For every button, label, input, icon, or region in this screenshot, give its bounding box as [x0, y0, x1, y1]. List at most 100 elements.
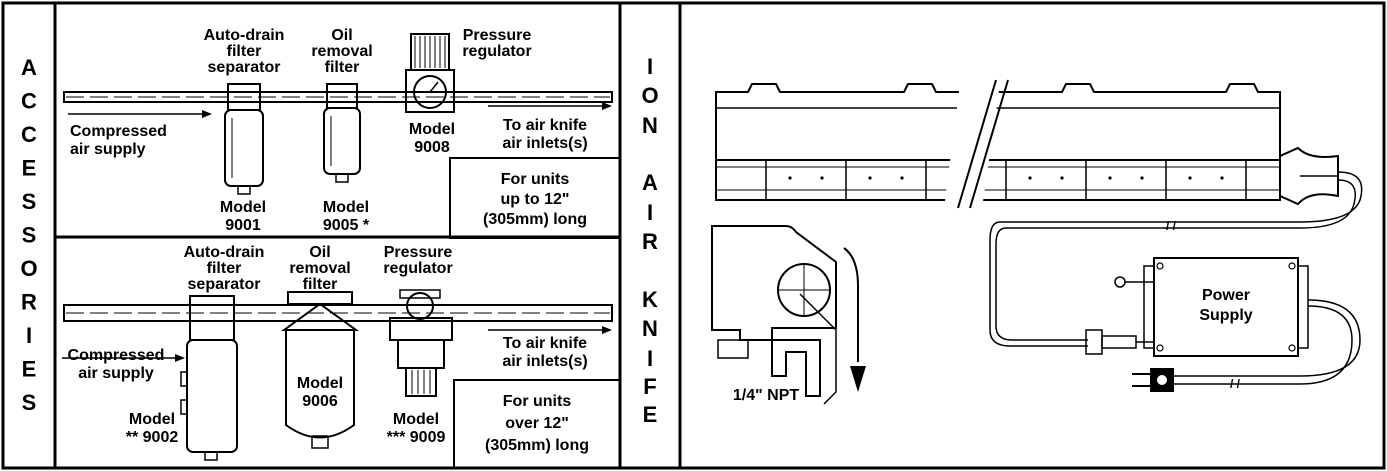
- inlet-arrow-icon: [202, 110, 212, 118]
- vertical-letter: S: [22, 223, 37, 248]
- vertical-letter: A: [21, 55, 37, 80]
- vertical-letter: K: [642, 287, 658, 312]
- filter-label-line: Auto-drain: [184, 244, 265, 261]
- oil-filter-label-line: Oil: [309, 244, 330, 261]
- model-9009-label-line: Model: [393, 411, 439, 428]
- oil-filter-label-line: removal: [289, 260, 350, 277]
- model-9006-label-line: Model: [297, 375, 343, 392]
- oil-removal-9005-drawing: [323, 83, 361, 183]
- model-9002-label-line: Model: [129, 411, 175, 428]
- filter-label-line: filter: [227, 43, 262, 60]
- vertical-letter: I: [647, 54, 653, 79]
- vertical-letter: R: [642, 229, 658, 254]
- hv-cable: [989, 171, 1363, 347]
- cable-break-mark: / /: [1230, 377, 1241, 391]
- ring-terminal-icon: [1114, 276, 1126, 288]
- outlet-label-line: air inlets(s): [502, 353, 587, 370]
- vertical-letter: E: [643, 402, 658, 427]
- vertical-letter: S: [22, 189, 37, 214]
- supply-label-line: Compressed: [70, 123, 167, 140]
- emitter-point-icon: [1140, 176, 1144, 180]
- units-note: For units over 12" (305mm) long: [485, 393, 589, 454]
- units-note-line: over 12": [505, 415, 569, 432]
- units-note-line: (305mm) long: [483, 211, 587, 228]
- outlet-arrow-icon: [602, 102, 612, 110]
- regulator-9009-drawing: [389, 289, 453, 397]
- emitter-point-icon: [900, 176, 904, 180]
- supply-label-line: air supply: [78, 365, 154, 382]
- knife-connector-drawing: [1279, 146, 1339, 206]
- model-9008-label-line: 9008: [414, 139, 450, 156]
- vertical-letter: I: [26, 323, 32, 348]
- emitter-point-icon: [1188, 176, 1192, 180]
- units-note-box: [449, 157, 621, 239]
- model-9002-label: Model** 9002: [126, 411, 179, 446]
- oil-filter-label-line: Oil: [331, 27, 352, 44]
- vertical-letter: N: [642, 316, 658, 341]
- oil-removal-9006-drawing: [280, 291, 360, 449]
- units-note-line: (305mm) long: [485, 437, 589, 454]
- model-9001-label-line: 9001: [225, 217, 261, 234]
- model-9006-label-line: 9006: [302, 393, 338, 410]
- oil-filter-label-line: filter: [325, 59, 360, 76]
- vertical-letter: S: [22, 390, 37, 415]
- model-9008-label-line: Model: [409, 121, 455, 138]
- vertical-letter: I: [647, 346, 653, 371]
- oil-filter-label-line: removal: [311, 43, 372, 60]
- emitter-point-icon: [1220, 176, 1224, 180]
- vertical-letter: C: [21, 89, 37, 114]
- emitter-point-icon: [820, 176, 824, 180]
- top-pipe: [63, 91, 613, 103]
- model-9009-label: Model*** 9009: [387, 411, 446, 446]
- filter-separator-9002-drawing: [180, 295, 238, 461]
- vertical-letter: N: [642, 113, 658, 138]
- oil-filter-label-line: filter: [303, 276, 338, 293]
- filter-label-line: filter: [207, 260, 242, 277]
- vertical-letter: R: [21, 290, 37, 315]
- outlet-label-line: air inlets(s): [502, 135, 587, 152]
- model-9001-label-line: Model: [220, 199, 266, 216]
- vertical-letter: A: [642, 170, 658, 195]
- regulator-label-line: regulator: [462, 43, 531, 60]
- units-note-line: For units: [503, 393, 572, 410]
- vertical-letter: C: [21, 122, 37, 147]
- vertical-letter: E: [22, 357, 37, 382]
- emitter-point-icon: [1108, 176, 1112, 180]
- cable-break-mark: / /: [1166, 219, 1177, 233]
- npt-label: 1/4" NPT: [733, 387, 800, 404]
- gauge-icon: [413, 75, 447, 109]
- down-arrow-icon: [850, 366, 866, 392]
- filter-label-line: Auto-drain: [204, 27, 285, 44]
- vertical-letter: E: [22, 156, 37, 181]
- vertical-letter: O: [20, 256, 37, 281]
- vertical-letter: I: [647, 200, 653, 225]
- regulator-label-line: Pressure: [463, 27, 532, 44]
- inlet-arrow-icon: [175, 354, 185, 362]
- supply-label-line: Compressed: [68, 347, 165, 364]
- emitter-point-icon: [868, 176, 872, 180]
- model-9005-label-line: 9005 *: [323, 217, 370, 234]
- emitter-point-icon: [788, 176, 792, 180]
- power-supply-label-line: Power: [1202, 287, 1250, 304]
- vertical-letter: F: [643, 374, 656, 399]
- outlet-arrow-icon: [602, 326, 612, 334]
